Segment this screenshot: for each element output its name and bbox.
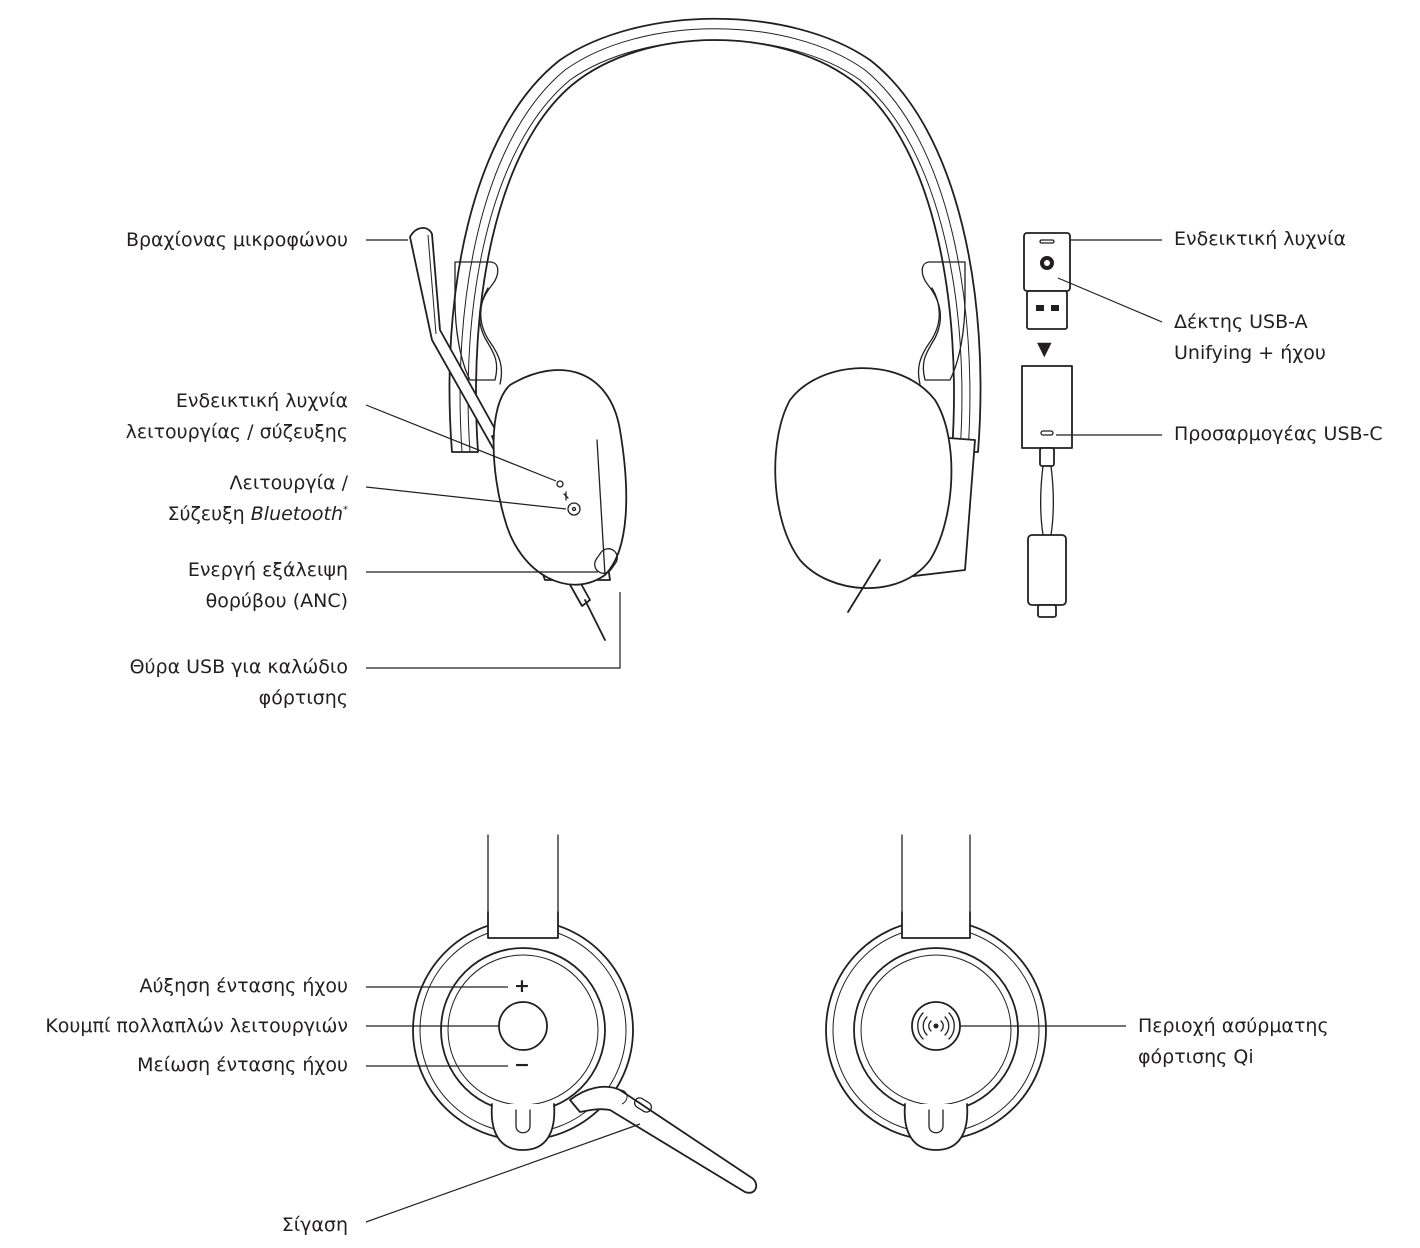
label-usb-port: Θύρα USB για καλώδιο φόρτισης	[129, 656, 348, 709]
label-qi-charging: Περιοχή ασύρματης φόρτισης Qi	[1138, 1015, 1329, 1068]
label-multifunction-button: Κουμπί πολλαπλών λειτουργιών	[45, 1015, 348, 1037]
bottom-left-earcup	[412, 834, 758, 1194]
label-volume-down: Μείωση έντασης ήχου	[137, 1054, 348, 1076]
label-usbc-adapter: Προσαρμογέας USB-C	[1174, 423, 1383, 445]
qi-wireless-icon	[911, 1001, 961, 1051]
label-power-bluetooth: Λειτουργία / Σύζευξη Bluetooth*	[167, 472, 348, 525]
leader-lines-top	[365, 239, 1163, 669]
bottom-right-earcup	[825, 834, 1047, 1151]
left-yoke	[454, 261, 503, 385]
right-yoke	[917, 261, 966, 385]
label-mic-boom: Βραχίονας μικροφώνου	[125, 229, 348, 251]
leader-lines-bottom	[365, 986, 1126, 1223]
left-earcup	[491, 369, 628, 641]
label-mute: Σίγαση	[281, 1214, 348, 1236]
label-led-power-pairing: Ενδεικτική λυχνία λειτουργίας / σύζευξης	[125, 390, 348, 443]
usbc-adapter	[1021, 365, 1073, 618]
label-anc: Ενεργή εξάλειψη θορύβου (ANC)	[187, 559, 348, 612]
right-earcup	[774, 367, 976, 613]
label-volume-up: Αύξηση έντασης ήχου	[139, 975, 348, 997]
label-usb-receiver: Δέκτης USB-A Unifying + ήχου	[1174, 311, 1326, 364]
vol-up-symbol: +	[514, 975, 530, 997]
arrow-down-icon: ▼	[1037, 338, 1052, 360]
usb-receiver	[1023, 232, 1071, 330]
vol-down-symbol: −	[514, 1054, 530, 1076]
label-receiver-led: Ενδεικτική λυχνία	[1174, 228, 1347, 250]
